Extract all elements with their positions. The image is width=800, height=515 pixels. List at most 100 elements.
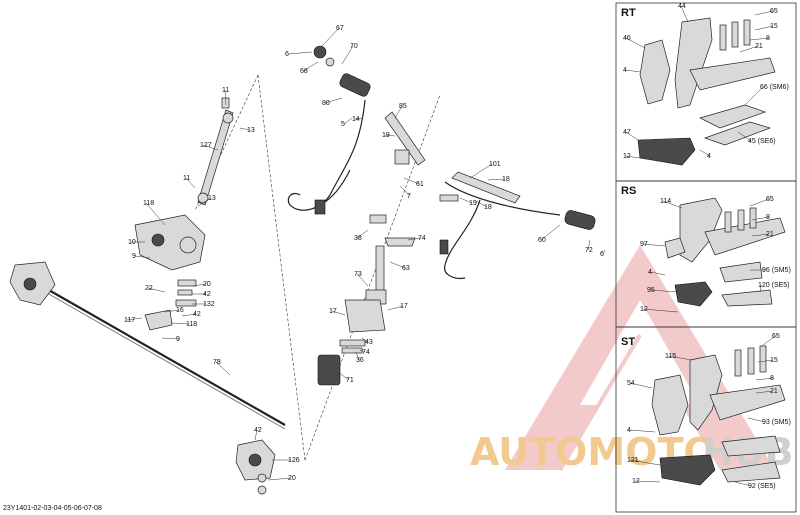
callout-leader	[254, 429, 258, 441]
callout-leader	[749, 198, 770, 207]
callout-label: 54	[627, 380, 635, 387]
callout-label: 38	[354, 235, 362, 242]
callout-leader	[761, 335, 776, 347]
callout-leader	[487, 178, 506, 181]
callout-leader	[145, 202, 166, 226]
callout-leader	[354, 117, 364, 120]
callout-leader	[164, 309, 180, 313]
callout-label: 68	[300, 68, 308, 75]
callout-label: 4	[648, 269, 652, 276]
callout-label: 92 (SE5)	[748, 483, 776, 490]
callout-leader	[650, 271, 666, 276]
callout-leader	[699, 149, 711, 157]
callout-label: 8	[766, 214, 770, 221]
callout-label: 17	[400, 303, 408, 310]
callout-leader	[191, 283, 207, 287]
callout-label: 97	[640, 241, 648, 248]
callout-leader	[625, 69, 641, 73]
callout-leader	[224, 89, 227, 106]
callout-label: 13	[247, 127, 255, 134]
callout-label: 9	[176, 336, 180, 343]
callout-label: 118	[186, 321, 197, 328]
callout-leader	[680, 5, 689, 23]
callout-leader	[302, 61, 319, 72]
callout-label: 46	[623, 35, 631, 42]
callout-leader	[197, 197, 212, 207]
drawing-code: 23Y1401-02-03-04-05-06-07-08	[3, 505, 102, 512]
callout-label: 65	[766, 196, 774, 203]
callout-leader	[181, 313, 197, 317]
callout-label: 120 (SE5)	[758, 282, 790, 289]
callout-leader	[239, 127, 251, 131]
callout-label: 12	[640, 306, 648, 313]
callout-leader	[459, 197, 473, 204]
callout-leader	[625, 131, 639, 141]
callout-leader	[389, 261, 406, 269]
callout-leader	[754, 10, 774, 16]
callout-label: 70	[350, 43, 358, 50]
callout-label: 73	[354, 271, 362, 278]
callout-label: 15	[770, 357, 778, 364]
callout-label: 6	[285, 51, 289, 58]
callout-leader	[185, 177, 196, 189]
callout-label: 13	[208, 195, 216, 202]
callout-label: 8	[766, 35, 770, 42]
callout-leader	[739, 45, 759, 53]
callout-leader	[394, 105, 403, 119]
callout-label: 117	[124, 317, 135, 324]
callout-leader	[469, 163, 493, 179]
callout-label: 36	[356, 357, 364, 364]
callout-leader	[649, 289, 679, 293]
callout-label: 10	[128, 239, 136, 246]
callout-leader	[755, 390, 774, 394]
callout-label: 42	[193, 311, 201, 318]
rs-panel-parts	[664, 197, 786, 307]
callout-leader	[754, 25, 774, 31]
callout-label: 114	[660, 198, 671, 205]
callout-label: 42	[254, 427, 262, 434]
callout-label: 63	[402, 265, 410, 272]
handlebar-assembly	[287, 45, 596, 461]
callout-leader	[625, 37, 646, 49]
callout-label: 9	[132, 253, 136, 260]
callout-label: 61	[416, 181, 424, 188]
callout-label: 127	[200, 142, 212, 149]
callout-label: 12	[623, 153, 631, 160]
callout-leader	[337, 371, 350, 381]
panel-rs-label: RS	[621, 185, 636, 197]
callout-leader	[399, 185, 411, 197]
callout-label: 6	[600, 251, 604, 258]
callout-leader	[737, 131, 752, 142]
callout-leader	[634, 480, 661, 483]
callout-leader	[356, 273, 369, 287]
callout-leader	[602, 249, 606, 255]
callout-leader	[202, 144, 219, 151]
callout-leader	[407, 237, 422, 241]
callout-label: 12	[632, 478, 640, 485]
callout-leader	[629, 429, 656, 433]
callout-leader	[359, 349, 366, 353]
panel-st-frame	[615, 326, 797, 513]
callout-leader	[355, 351, 360, 361]
callout-leader	[134, 255, 151, 259]
callout-leader	[747, 417, 766, 423]
callout-label: 4	[627, 427, 631, 434]
callout-labels: 1113127111311810922204213216421171189784…	[124, 3, 791, 490]
callout-label: 18	[484, 204, 492, 211]
callout-leader	[215, 361, 231, 376]
panel-st-label: ST	[621, 336, 635, 348]
callout-leader	[757, 359, 774, 363]
callout-label: 44	[678, 3, 686, 10]
callout-leader	[147, 287, 166, 293]
callout-label: 19	[382, 132, 390, 139]
callout-leader	[751, 216, 770, 221]
callout-leader	[403, 177, 420, 185]
callout-label: 74	[418, 235, 426, 242]
callout-leader	[126, 317, 143, 321]
callout-label: 43	[365, 339, 373, 346]
callout-label: 67	[336, 25, 344, 32]
callout-label: 65	[770, 8, 778, 15]
callout-leader	[343, 117, 353, 125]
callout-label: 74	[362, 349, 370, 356]
callout-label: 19	[469, 200, 477, 207]
